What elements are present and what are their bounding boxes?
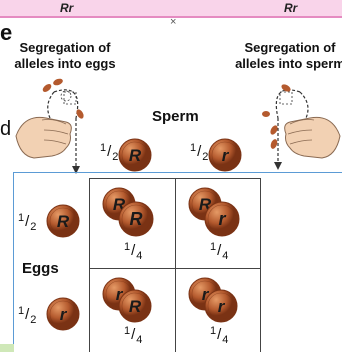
sperm-caption-line1: Segregation of <box>232 40 342 56</box>
left-parent-genotype: Rr <box>60 1 73 15</box>
punnett-cell-rR: r R 1/4 <box>90 269 175 352</box>
penny-coin-icon: R <box>118 289 152 323</box>
punnett-cell-Rr: R r 1/4 <box>176 179 260 268</box>
penny-coin-icon: r <box>208 138 242 172</box>
right-hand-icon <box>285 117 340 158</box>
sperm-R-coin: R <box>118 138 152 177</box>
punnett-cell-probability: 1/4 <box>210 325 228 346</box>
frame-left-edge <box>13 172 14 344</box>
eggs-segregation-caption: Segregation of alleles into eggs <box>0 40 130 72</box>
egg-R-coin: R <box>46 204 80 243</box>
bottom-left-accent <box>0 344 14 352</box>
tossed-coin-icon <box>52 78 63 87</box>
punnett-coin-front: r <box>204 289 238 328</box>
frame-top-edge <box>13 172 342 173</box>
clipped-text-fragment-d: d <box>0 118 11 141</box>
eggs-row-header: Eggs <box>22 260 59 277</box>
punnett-cell-RR: R R 1/4 <box>90 179 175 268</box>
coin-allele-label: r <box>218 209 226 229</box>
punnett-coin-front: R <box>118 201 154 242</box>
right-parent-genotype: Rr <box>284 1 297 15</box>
punnett-cell-probability: 1/4 <box>124 241 142 262</box>
egg-r-probability: 1/2 <box>18 305 36 326</box>
tossed-coin-icon <box>262 111 270 117</box>
tossed-coin-icon <box>269 138 278 149</box>
toss-arc-path <box>48 92 54 118</box>
punnett-cell-rr: r r 1/4 <box>176 269 260 352</box>
sperm-column-header: Sperm <box>152 108 199 125</box>
drop-arrowhead <box>274 162 282 170</box>
punnett-coin-front: r <box>204 201 240 242</box>
eggs-caption-line1: Segregation of <box>0 40 130 56</box>
sperm-caption-line2: alleles into sperm <box>232 56 342 72</box>
penny-coin-icon: R <box>118 201 154 237</box>
penny-coin-icon: r <box>204 201 240 237</box>
punnett-cell-probability: 1/4 <box>210 241 228 262</box>
penny-coin-icon: r <box>204 289 238 323</box>
coin-allele-label: R <box>57 212 70 231</box>
sperm-segregation-caption: Segregation of alleles into sperm <box>232 40 342 72</box>
sperm-R-probability: 1/2 <box>100 142 118 163</box>
eggs-caption-line2: alleles into eggs <box>0 56 130 72</box>
penny-coin-icon: r <box>46 297 80 331</box>
coin-allele-label: R <box>129 297 142 316</box>
coin-allele-label: R <box>129 146 142 165</box>
right-hand-coin-toss-illustration <box>256 78 342 178</box>
tossed-coin-icon <box>280 83 292 93</box>
egg-r-coin: r <box>46 297 80 336</box>
coin-outline-dashed <box>280 92 292 104</box>
left-hand-coin-toss-illustration <box>14 78 104 178</box>
punnett-cell-probability: 1/4 <box>124 325 142 346</box>
left-hand-icon <box>16 117 71 158</box>
egg-R-probability: 1/2 <box>18 212 36 233</box>
toss-arc-path <box>300 92 308 118</box>
tossed-coin-icon <box>41 82 53 93</box>
penny-coin-icon: R <box>46 204 80 238</box>
coin-outline-dashed <box>61 91 71 101</box>
punnett-grid-right-line <box>260 178 261 352</box>
punnett-coin-front: R <box>118 289 152 328</box>
sperm-r-probability: 1/2 <box>190 142 208 163</box>
penny-coin-icon: R <box>118 138 152 172</box>
cross-symbol: × <box>170 16 176 28</box>
sperm-r-coin: r <box>208 138 242 177</box>
coin-allele-label: R <box>130 209 143 229</box>
